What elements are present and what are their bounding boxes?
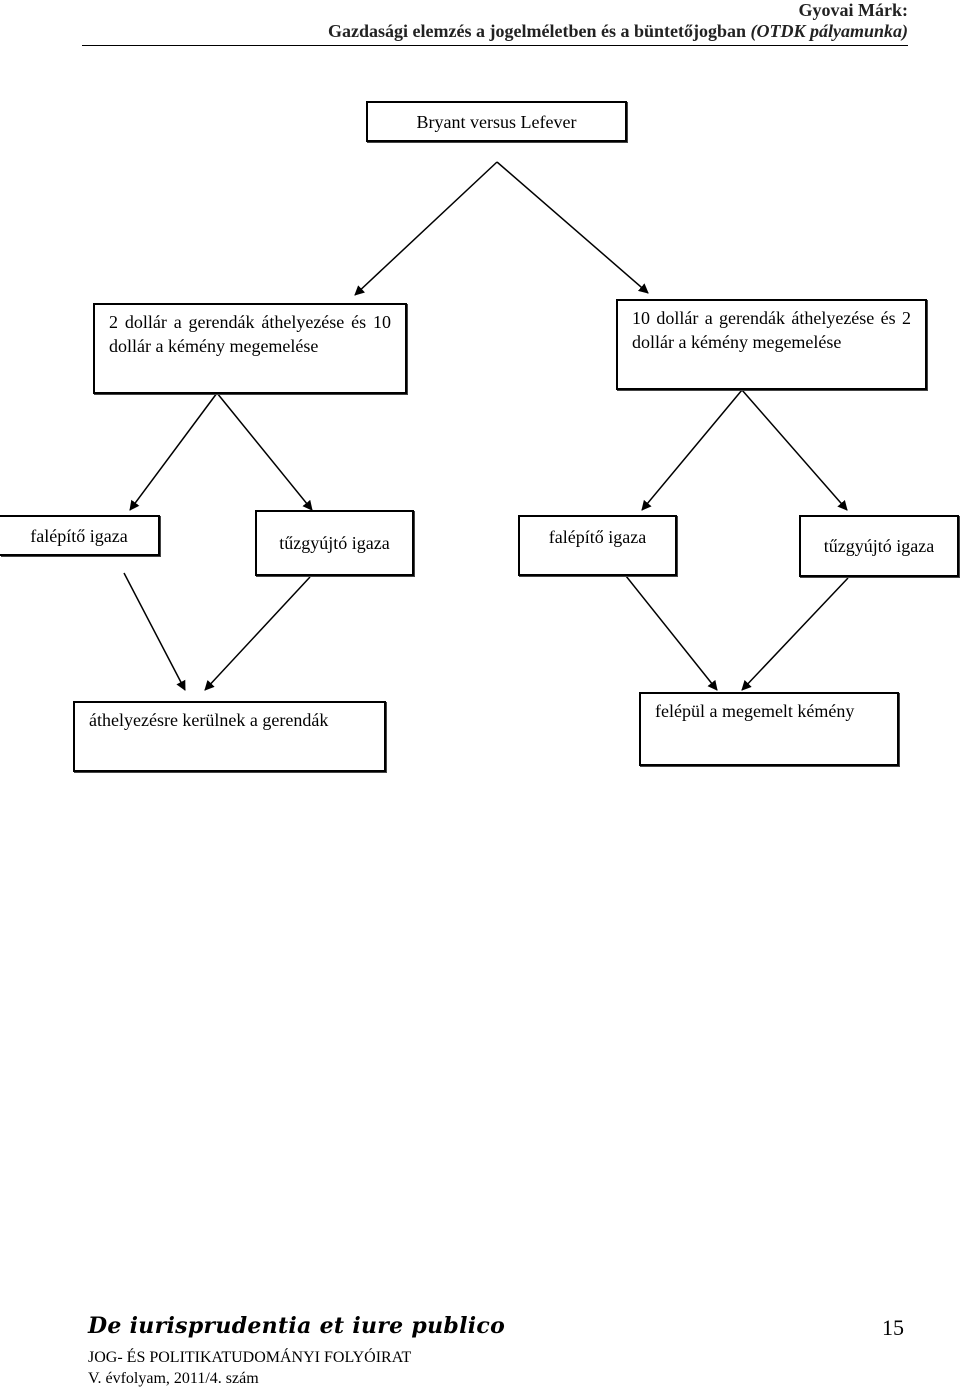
node-level1-right: 10 dollár a gerendák áthelyezése és 2 do… — [616, 299, 927, 390]
node-level3-right-label: felépül a megemelt kémény — [655, 701, 855, 721]
header-author: Gyovai Márk: — [798, 0, 909, 20]
arrow-l2d-l3right — [741, 577, 849, 691]
node-root-label: Bryant versus Lefever — [416, 111, 577, 132]
node-level1-left: 2 dollár a gerendák áthelyezése és 10 do… — [93, 303, 407, 394]
header-rule — [82, 45, 908, 46]
footer-journal-title: De iurisprudentia et iure publico — [88, 1313, 506, 1339]
arrow-l2a-l3left — [123, 572, 186, 691]
node-level3-right: felépül a megemelt kémény — [639, 692, 899, 766]
node-level1-left-label: 2 dollár a gerendák áthelyezése és 10 do… — [109, 312, 391, 356]
node-level2-1-label: falépítő igaza — [30, 525, 128, 546]
page-number: 15 — [882, 1315, 904, 1340]
node-level2-3: falépítő igaza — [518, 515, 677, 576]
footer-journal-subtitle: JOG- ÉS POLITIKATUDOMÁNYI FOLYÓIRAT — [88, 1349, 412, 1366]
header-title-italic: (OTDK pályamunka) — [750, 21, 909, 41]
header-title: Gazdasági elemzés a jogelméletben és a b… — [328, 21, 908, 42]
node-level2-4: tűzgyújtó igaza — [799, 515, 959, 577]
node-level2-3-label: falépítő igaza — [548, 526, 647, 547]
arrow-l1right-b — [741, 389, 848, 511]
node-level2-1: falépítő igaza — [0, 515, 160, 556]
arrow-root-left — [354, 161, 498, 296]
arrow-l1left-b — [216, 392, 313, 511]
node-level1-right-label: 10 dollár a gerendák áthelyezése és 2 do… — [632, 308, 911, 352]
arrow-l1right-a — [641, 389, 743, 511]
arrow-l1left-a — [129, 392, 218, 511]
node-root: Bryant versus Lefever — [366, 101, 627, 142]
arrow-l2b-l3left — [204, 576, 311, 691]
arrow-l2c-l3right — [625, 575, 718, 691]
arrow-root-right — [496, 161, 649, 294]
node-level2-2: tűzgyújtó igaza — [255, 510, 414, 576]
header-title-main: Gazdasági elemzés a jogelméletben és a b… — [328, 21, 751, 41]
node-level3-left-label: áthelyezésre kerülnek a gerendák — [89, 710, 329, 730]
node-level2-2-label: tűzgyújtó igaza — [279, 532, 390, 553]
footer-issue: V. évfolyam, 2011/4. szám — [88, 1370, 259, 1387]
node-level2-4-label: tűzgyújtó igaza — [823, 535, 935, 556]
node-level3-left: áthelyezésre kerülnek a gerendák — [73, 701, 386, 772]
